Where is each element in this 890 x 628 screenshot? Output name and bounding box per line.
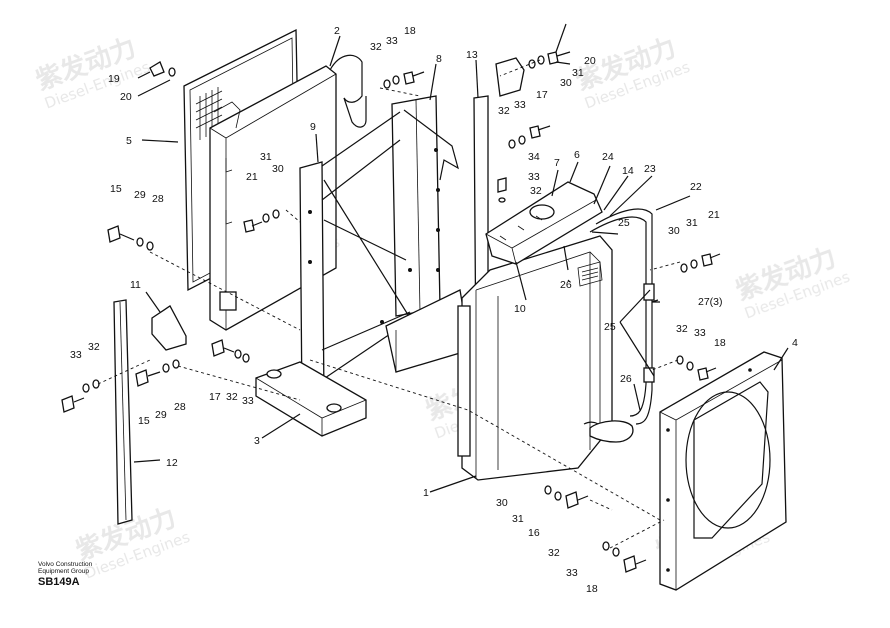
callout-28b: 28 bbox=[174, 401, 186, 413]
callout-32d: 32 bbox=[88, 341, 100, 353]
base-plate-part bbox=[255, 361, 367, 437]
callout-4: 4 bbox=[792, 337, 798, 349]
callout-32e: 32 bbox=[226, 391, 238, 403]
callout-32b: 32 bbox=[498, 105, 510, 117]
callout-26a: 26 bbox=[560, 279, 572, 291]
coolant-pipe-part bbox=[589, 208, 655, 425]
leader-lines bbox=[133, 23, 789, 493]
callout-18c: 18 bbox=[586, 583, 598, 595]
callout-33g: 33 bbox=[566, 567, 578, 579]
callout-labels: 1 2 3 4 5 6 7 8 9 10 11 12 13 14 15 15 1… bbox=[70, 25, 798, 595]
callout-5: 5 bbox=[126, 135, 132, 147]
callout-16: 16 bbox=[528, 527, 540, 539]
fan-shroud-part bbox=[659, 351, 787, 591]
callout-32c: 32 bbox=[530, 185, 542, 197]
callout-33d: 33 bbox=[70, 349, 82, 361]
hardware-set bbox=[61, 51, 721, 573]
callout-22: 22 bbox=[690, 181, 702, 193]
callout-13: 13 bbox=[466, 49, 478, 61]
callout-19: 19 bbox=[108, 73, 120, 85]
callout-24: 24 bbox=[602, 151, 614, 163]
callout-23: 23 bbox=[644, 163, 656, 175]
drawing-code: SB149A bbox=[38, 576, 80, 588]
surge-tank-part bbox=[485, 181, 603, 265]
assembly-lines bbox=[97, 59, 681, 549]
callout-11: 11 bbox=[130, 279, 141, 291]
callout-32g: 32 bbox=[548, 547, 560, 559]
callout-28a: 28 bbox=[152, 193, 164, 205]
callout-12: 12 bbox=[166, 457, 178, 469]
callout-30c: 30 bbox=[668, 225, 680, 237]
callout-33c: 33 bbox=[528, 171, 540, 183]
callout-18b: 18 bbox=[714, 337, 726, 349]
callout-33b: 33 bbox=[514, 99, 526, 111]
callout-33a: 33 bbox=[386, 35, 398, 47]
callout-14: 14 bbox=[622, 165, 634, 177]
callout-30a: 30 bbox=[272, 163, 284, 175]
callout-10: 10 bbox=[514, 303, 526, 315]
callout-29b: 29 bbox=[155, 409, 167, 421]
callout-27: 27(3) bbox=[698, 296, 723, 308]
callout-33f: 33 bbox=[694, 327, 706, 339]
callout-2: 2 bbox=[334, 25, 340, 37]
callout-17b: 17 bbox=[209, 391, 221, 403]
callout-3: 3 bbox=[254, 435, 260, 447]
callout-17a: 17 bbox=[536, 89, 548, 101]
callout-15a: 15 bbox=[110, 183, 122, 195]
callout-18a: 18 bbox=[404, 25, 416, 37]
callout-1: 1 bbox=[423, 487, 429, 499]
callout-30b: 30 bbox=[560, 77, 572, 89]
callout-15b: 15 bbox=[138, 415, 150, 427]
callout-31d: 31 bbox=[512, 513, 524, 525]
callout-20b: 20 bbox=[584, 55, 596, 67]
footer-company-line-1: Volvo Construction bbox=[38, 561, 93, 568]
callout-34: 34 bbox=[528, 151, 540, 163]
callout-26b: 26 bbox=[620, 373, 632, 385]
seal-strip-part bbox=[113, 299, 133, 525]
footer-company-line-2: Equipment Group bbox=[38, 568, 89, 575]
callout-9: 9 bbox=[310, 121, 316, 133]
callout-31b: 31 bbox=[572, 67, 584, 79]
callout-8: 8 bbox=[436, 53, 442, 65]
callout-30d: 30 bbox=[496, 497, 508, 509]
callout-32f: 32 bbox=[676, 323, 688, 335]
callout-33e: 33 bbox=[242, 395, 254, 407]
callout-31c: 31 bbox=[686, 217, 698, 229]
callout-20a: 20 bbox=[120, 91, 132, 103]
callout-31a: 31 bbox=[260, 151, 272, 163]
frame-part bbox=[299, 95, 471, 407]
callout-21b: 21 bbox=[708, 209, 720, 221]
bracket-part bbox=[151, 305, 187, 351]
callout-6: 6 bbox=[574, 149, 580, 161]
callout-32a: 32 bbox=[370, 41, 382, 53]
callout-21a: 21 bbox=[246, 171, 258, 183]
radiator-part bbox=[457, 235, 634, 481]
callout-25a: 25 bbox=[618, 217, 630, 229]
callout-25b: 25 bbox=[604, 321, 616, 333]
callout-7: 7 bbox=[554, 157, 560, 169]
callout-29a: 29 bbox=[134, 189, 146, 201]
